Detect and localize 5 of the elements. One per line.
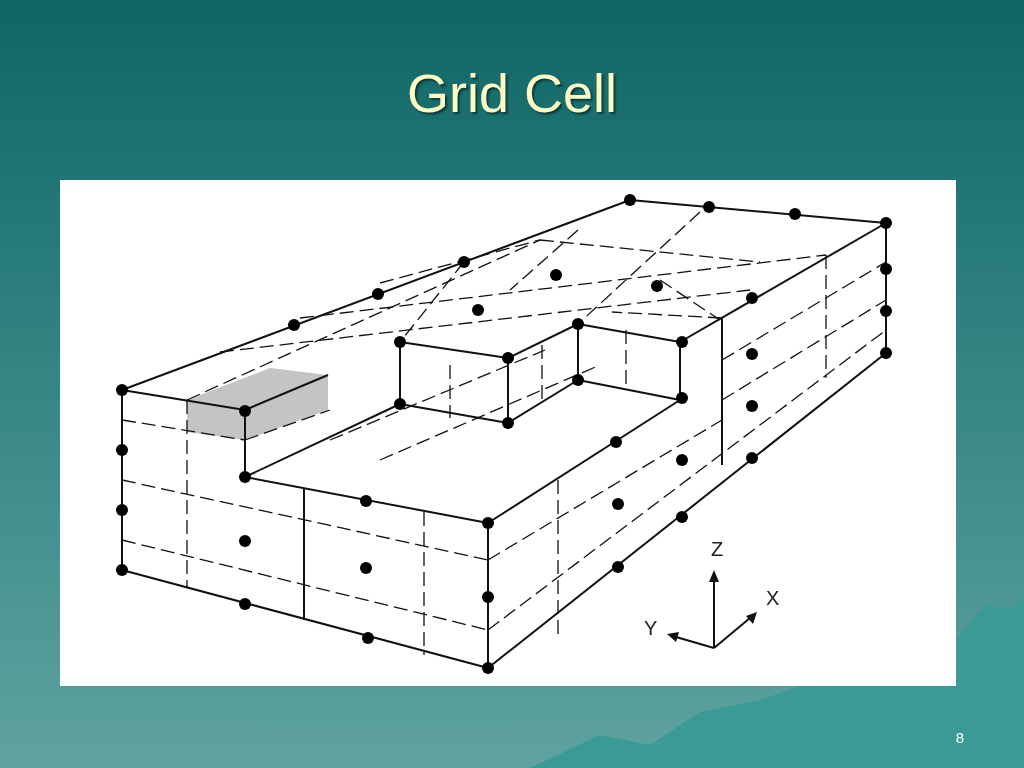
slide-title: Grid Cell <box>405 62 618 124</box>
axis-label: Y <box>644 618 658 638</box>
axis-label: X <box>766 588 780 608</box>
axis-label: Z <box>711 539 724 559</box>
page-number: 8 <box>955 729 964 746</box>
